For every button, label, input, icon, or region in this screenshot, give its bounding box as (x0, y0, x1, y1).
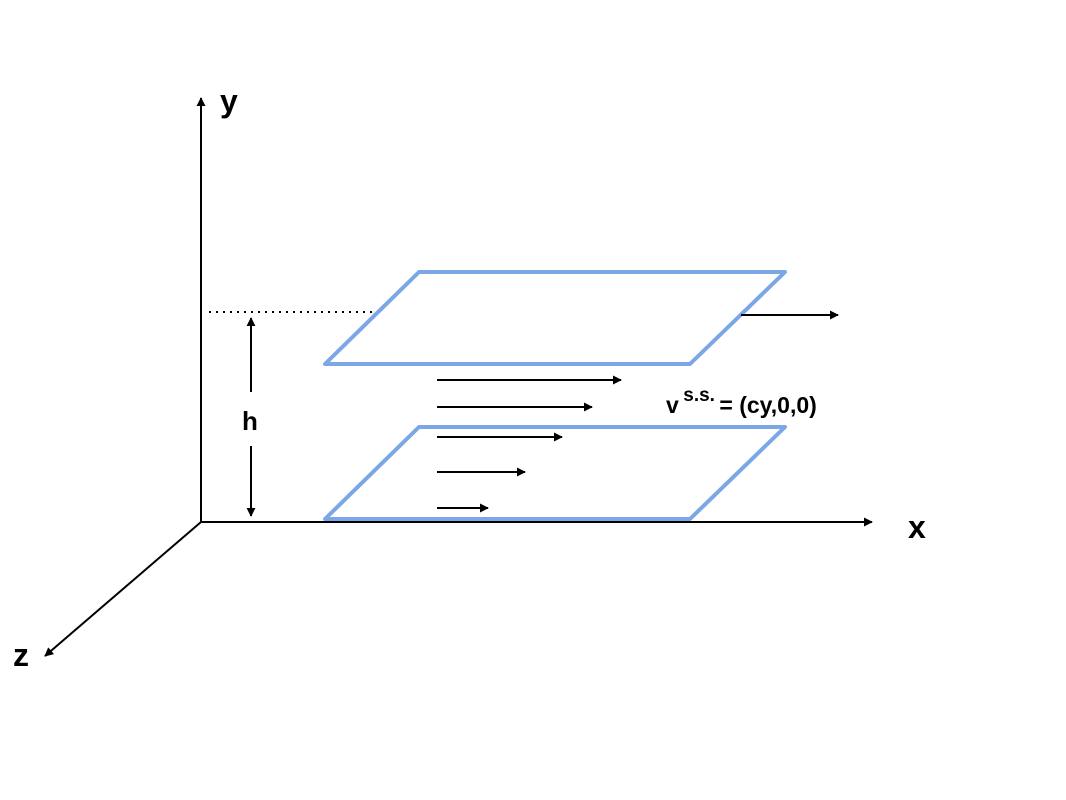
velocity-expression: = (cy,0,0) (719, 392, 816, 418)
top-plate (323, 270, 787, 366)
z-axis-label: z (13, 637, 29, 673)
velocity-superscript: s.s. (683, 385, 715, 406)
bottom-plate (323, 425, 787, 521)
y-axis-label: y (220, 83, 238, 119)
height-label: h (242, 406, 258, 436)
z-axis (44, 521, 202, 657)
x-axis-label: x (908, 509, 926, 545)
velocity-equation: v s.s. = (cy,0,0) (666, 385, 817, 418)
velocity-symbol: v (666, 392, 679, 418)
